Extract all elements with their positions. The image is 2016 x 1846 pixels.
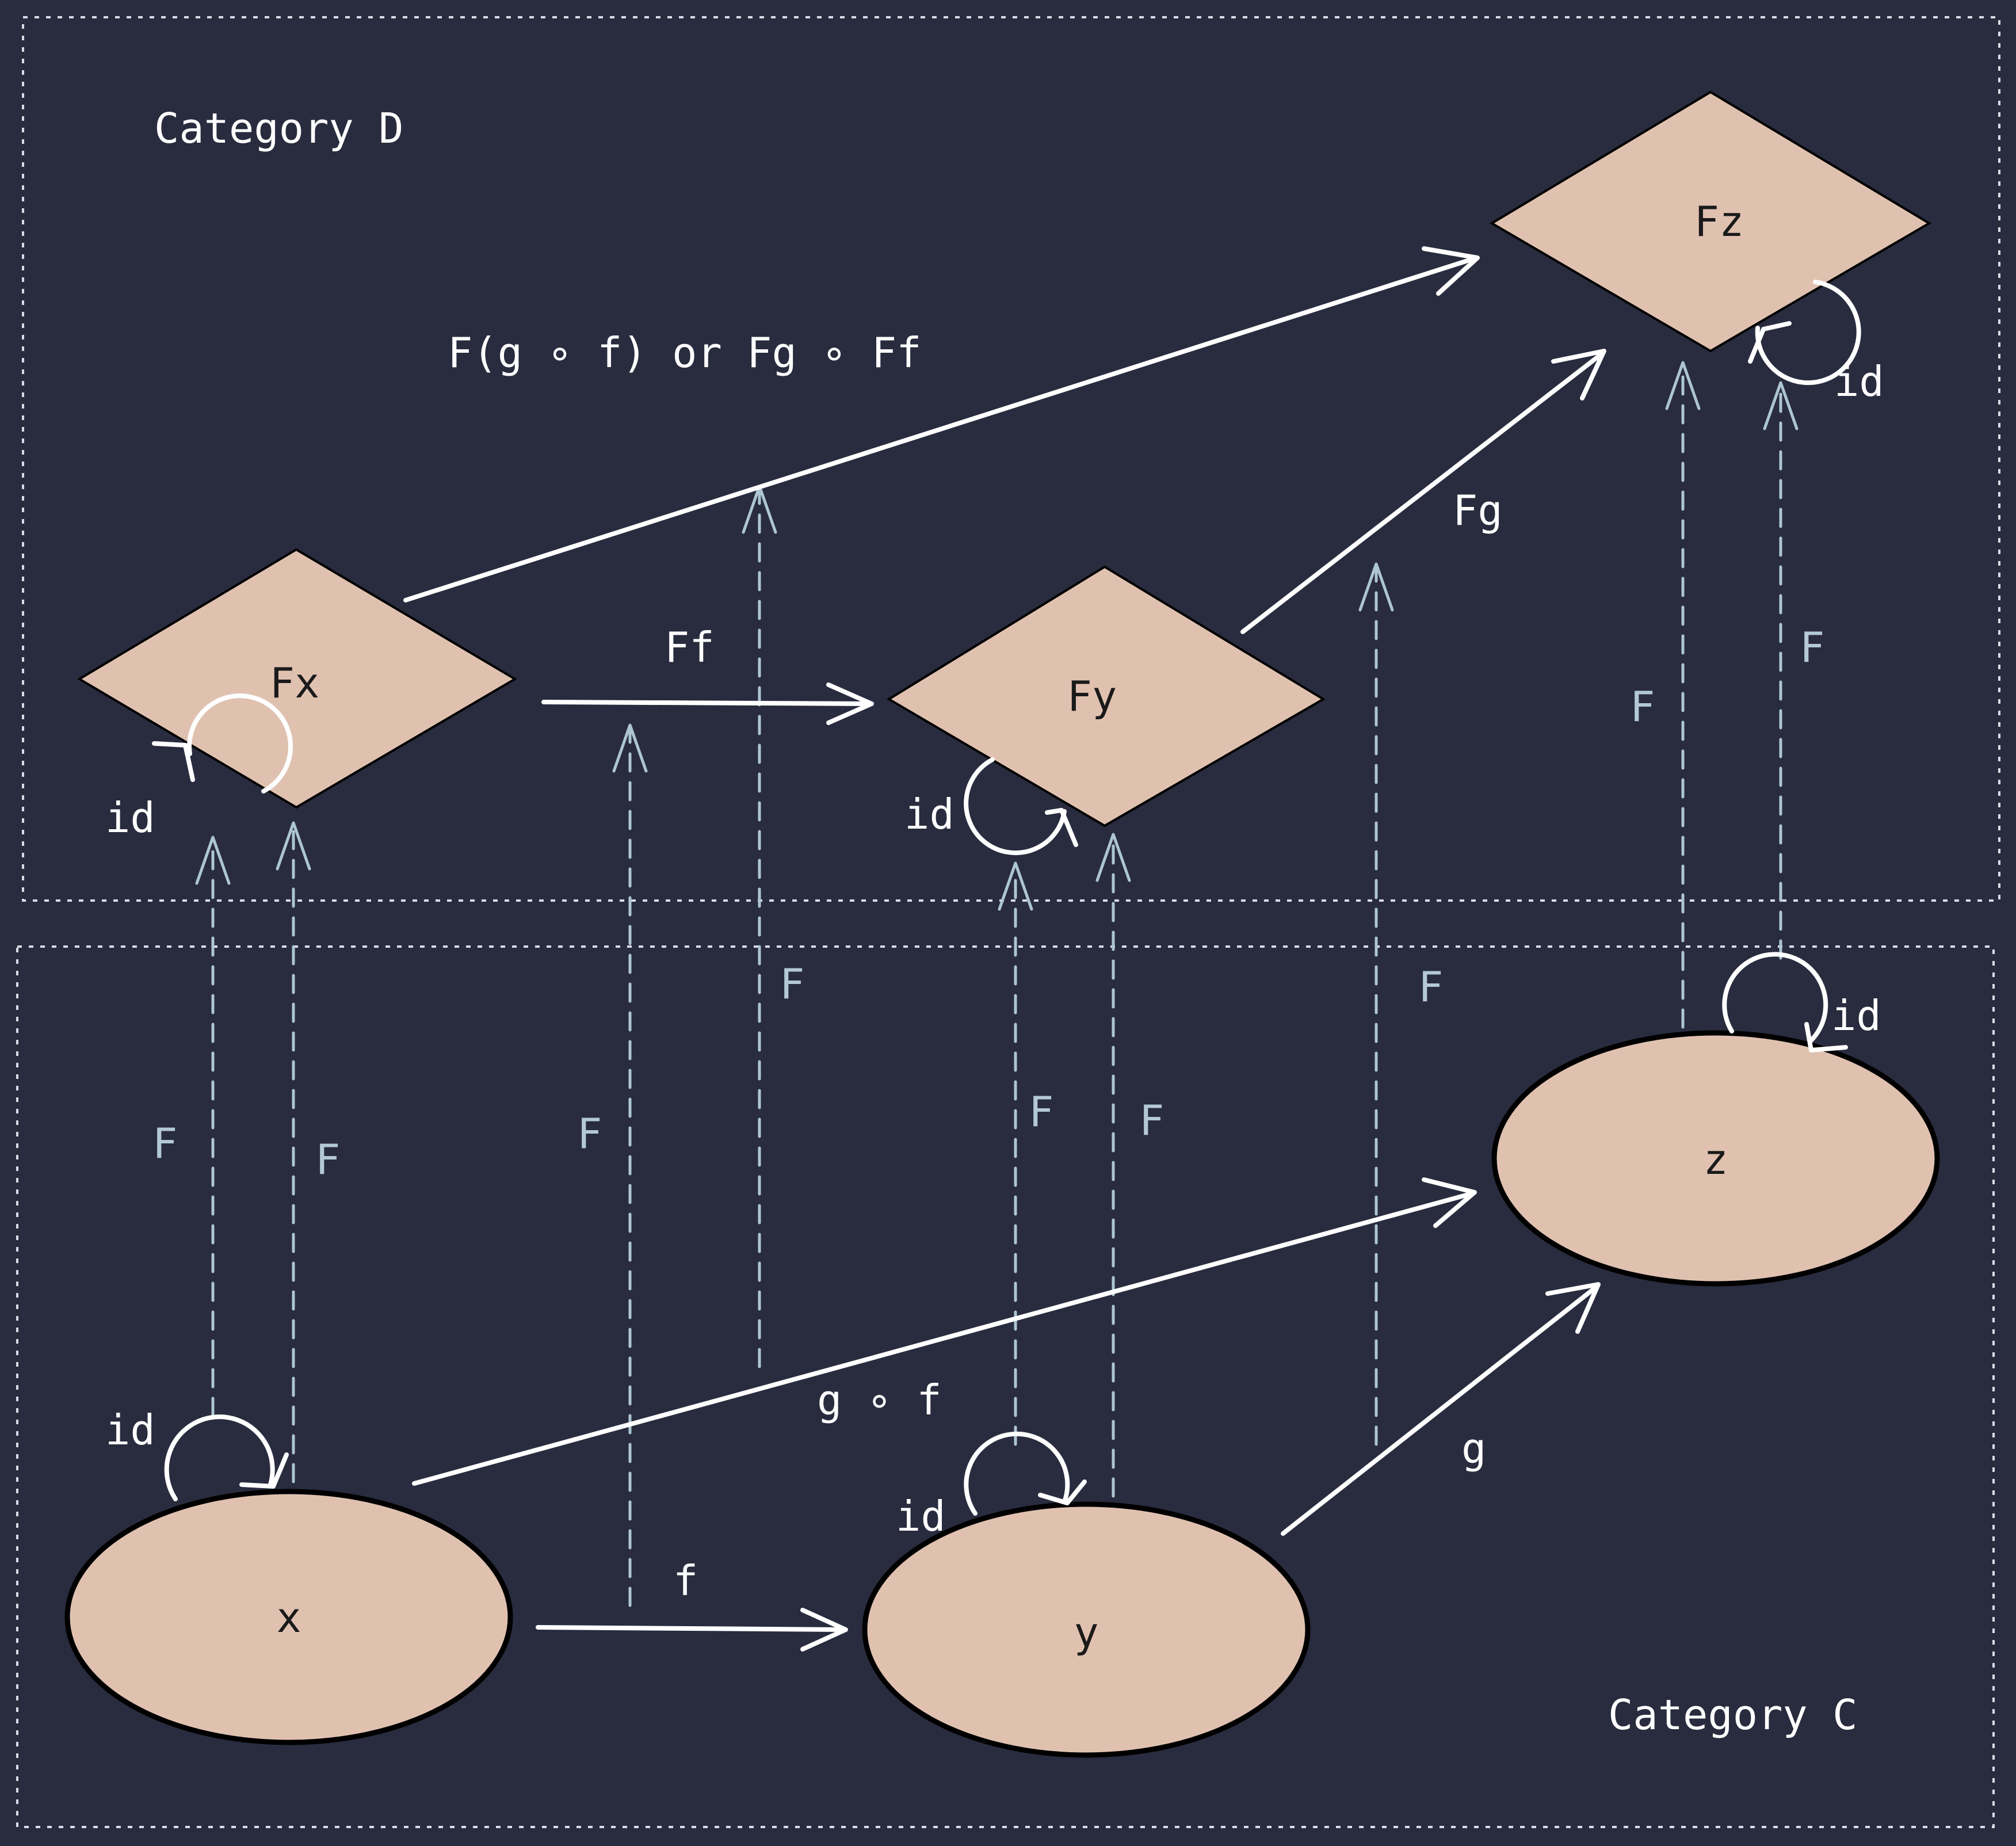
arrow-Ff: [541, 700, 868, 706]
functor-arrowhead: [1095, 833, 1131, 882]
functor-label-g: F: [1418, 963, 1443, 1011]
node-Fz-label: Fz: [1694, 197, 1744, 246]
label-g: g: [1461, 1424, 1486, 1473]
functor-label-id-x: F: [152, 1119, 177, 1168]
identity-loop-head: [239, 1452, 289, 1489]
arrowhead: [1551, 349, 1606, 401]
category-c-label: Category C: [1608, 1691, 1857, 1739]
functor-arrowhead: [998, 861, 1033, 911]
label-Fg: Fg: [1453, 486, 1503, 535]
functor-label-id-z: F: [1800, 623, 1824, 672]
functor-arrowhead: [612, 723, 648, 773]
identity-loop-head: [1038, 1479, 1087, 1505]
label-Fgf: F(g ∘ f) or Fg ∘ Ff: [448, 329, 922, 377]
identity-label-Fy: id: [904, 790, 954, 838]
arrowhead: [826, 682, 874, 725]
functor-label-y: F: [1139, 1096, 1164, 1145]
node-y-label: y: [1074, 1608, 1098, 1657]
functor-label-f: F: [577, 1109, 602, 1158]
node-x: [64, 1489, 513, 1745]
identity-label-y: id: [896, 1492, 946, 1540]
category-d-label: Category D: [154, 104, 403, 152]
identity-loop-x: [164, 1414, 275, 1501]
node-z-label: z: [1703, 1135, 1728, 1184]
arrowhead: [800, 1608, 848, 1652]
functor-arrowhead: [195, 836, 231, 885]
identity-loop-y: [964, 1431, 1070, 1516]
node-Fz: [1490, 90, 1931, 353]
identity-loop-head: [1748, 321, 1792, 364]
category-c-frame: [16, 945, 1995, 1828]
node-z: [1491, 1030, 1940, 1287]
identity-loop-z: [1722, 952, 1828, 1043]
identity-label-x: id: [105, 1406, 155, 1454]
functor-labels: F F F F F F F F F: [152, 623, 1824, 1184]
functor-label-z: F: [1630, 682, 1655, 731]
identity-labels: id id id id id id: [105, 357, 1884, 1540]
category-d-frame: [22, 16, 2000, 902]
arrow-f: [536, 1625, 845, 1632]
label-Ff: Ff: [665, 623, 715, 672]
arrowhead: [1545, 1282, 1601, 1334]
identity-loop-head: [1804, 1022, 1848, 1052]
label-f: f: [673, 1557, 698, 1605]
identity-loop-head: [1045, 808, 1078, 847]
identity-loop-Fx: [187, 693, 293, 794]
functor-label-id-y: F: [1029, 1088, 1053, 1136]
arrowhead: [1422, 1177, 1477, 1228]
arrow-Fgf: [403, 257, 1475, 602]
functor-label-gf: F: [780, 960, 804, 1008]
arrowhead: [1422, 246, 1480, 296]
node-Fy: [887, 565, 1326, 827]
arrow-Fg: [1240, 353, 1602, 634]
node-y: [862, 1501, 1311, 1758]
identity-loop-Fy: [964, 757, 1067, 856]
label-gf: g ∘ f: [817, 1376, 942, 1424]
identity-loop-head: [152, 741, 195, 782]
identity-loop-Fz: [1755, 280, 1861, 386]
node-Fx-label: Fx: [270, 659, 320, 707]
identity-label-Fx: id: [105, 794, 155, 842]
functor-arrowhead: [1665, 361, 1701, 410]
functor-arrows: [195, 361, 1799, 1607]
functor-label-x: F: [315, 1135, 340, 1184]
identity-label-Fz: id: [1834, 357, 1884, 406]
identity-label-z: id: [1831, 991, 1881, 1040]
functor-arrowhead: [276, 821, 311, 871]
identity-loops: [152, 280, 1861, 1516]
node-Fy-label: Fy: [1067, 672, 1117, 720]
node-x-label: x: [276, 1593, 301, 1642]
arrow-g: [1281, 1287, 1596, 1536]
functor-arrowhead: [1763, 381, 1799, 430]
functor-arrowhead: [1358, 562, 1394, 612]
arrow-gf: [412, 1192, 1472, 1486]
